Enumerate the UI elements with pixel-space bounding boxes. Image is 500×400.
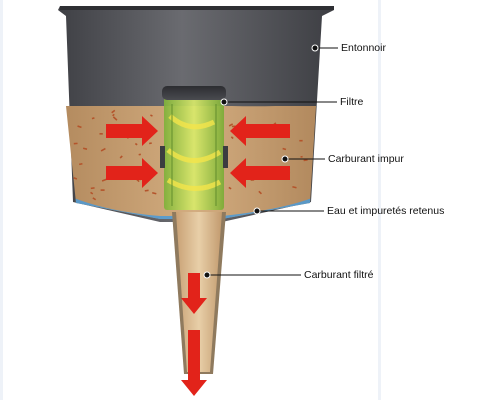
sediment-fleck bbox=[282, 147, 287, 151]
flow-arrow-icon bbox=[181, 273, 207, 314]
sediment-fleck bbox=[73, 177, 78, 180]
label-funnel: Entonnoir bbox=[341, 42, 386, 54]
sediment-fleck bbox=[138, 153, 142, 156]
label-impure-fuel: Carburant impur bbox=[328, 153, 404, 165]
sediment-fleck bbox=[92, 197, 97, 201]
sediment-fleck bbox=[111, 109, 116, 114]
sediment-fleck bbox=[144, 189, 149, 192]
sediment-fleck bbox=[300, 155, 303, 158]
sediment-fleck bbox=[99, 132, 103, 135]
sediment-fleck bbox=[90, 187, 95, 190]
sediment-fleck bbox=[228, 123, 234, 127]
sediment-fleck bbox=[82, 147, 88, 150]
sediment-fleck bbox=[119, 155, 123, 159]
sediment-fleck bbox=[303, 159, 308, 162]
label-water-impurities: Eau et impuretés retenus bbox=[327, 205, 445, 217]
sediment-fleck bbox=[91, 117, 95, 120]
label-filtered-fuel: Carburant filtré bbox=[304, 269, 374, 281]
label-filter: Filtre bbox=[340, 96, 364, 108]
right-page-edge bbox=[378, 0, 381, 400]
sediment-fleck bbox=[258, 190, 262, 195]
sediment-fleck bbox=[73, 142, 78, 145]
callout-dot-icon bbox=[311, 44, 319, 52]
sediment-fleck bbox=[292, 186, 297, 189]
left-page-edge bbox=[0, 0, 3, 400]
sediment-fleck bbox=[134, 142, 138, 146]
sediment-fleck bbox=[79, 162, 83, 166]
flow-arrow-icon bbox=[230, 158, 290, 188]
sediment-fleck bbox=[230, 136, 234, 140]
sediment-fleck bbox=[101, 178, 107, 182]
sediment-fleck bbox=[77, 125, 82, 129]
sediment-fleck bbox=[149, 142, 152, 145]
sediment-fleck bbox=[228, 186, 232, 190]
callout-dot-icon bbox=[281, 155, 289, 163]
sediment-fleck bbox=[100, 189, 105, 191]
flow-arrow-icon bbox=[230, 116, 290, 146]
sediment-fleck bbox=[100, 147, 106, 152]
sediment-fleck bbox=[112, 113, 115, 117]
callout-lines bbox=[203, 44, 338, 279]
flow-arrow-icon bbox=[181, 330, 207, 396]
flow-arrow-icon bbox=[106, 116, 158, 146]
callout-dot-icon bbox=[203, 271, 211, 279]
sediment-fleck bbox=[150, 114, 153, 117]
callout-dot-icon bbox=[220, 98, 228, 106]
filter-cartridge bbox=[160, 86, 228, 210]
sediment-fleck bbox=[299, 139, 303, 142]
sediment-fleck bbox=[152, 192, 157, 195]
callout-dot-icon bbox=[253, 207, 261, 215]
sediment-fleck bbox=[112, 116, 118, 121]
flow-arrows bbox=[106, 116, 290, 396]
sediment-fleck bbox=[90, 191, 94, 195]
flow-arrow-icon bbox=[106, 158, 158, 188]
